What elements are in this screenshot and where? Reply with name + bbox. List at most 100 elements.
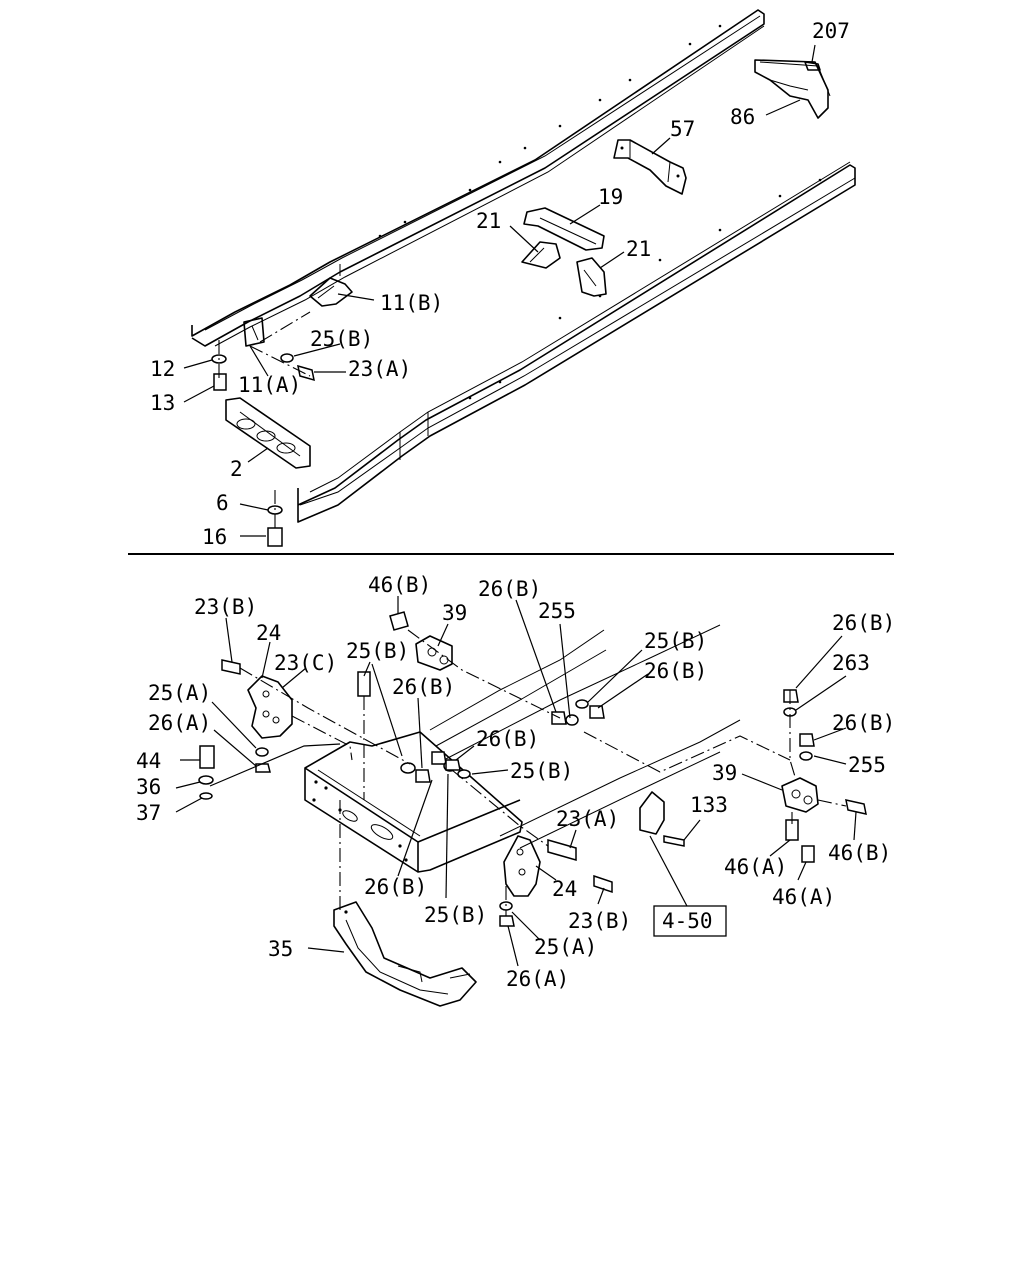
- callout-86: 86: [730, 105, 755, 129]
- upper-hardware: [211, 353, 315, 547]
- rear-bracket: [804, 61, 821, 71]
- upper-alignment-lines: [218, 311, 311, 530]
- callout-207: 207: [812, 19, 850, 43]
- callout-46b-top: 46(B): [368, 573, 431, 597]
- callout-25b-upper: 25(B): [310, 327, 373, 351]
- upper-callouts: 207 86 57 19 21 21 11(B) 25(B) 23(A) 12 …: [150, 19, 850, 549]
- washer-255-right: [799, 751, 813, 761]
- callout-26b-top: 26(B): [478, 577, 541, 601]
- bolt-46b-top: [389, 611, 409, 631]
- callout-23a-upper: 23(A): [348, 357, 411, 381]
- nut-26b-e: [589, 705, 605, 719]
- callout-263: 263: [832, 651, 870, 675]
- lower-leaders: [175, 596, 857, 967]
- nut-26b-right-top: [783, 689, 799, 703]
- washer-25b-upper: [280, 353, 294, 363]
- nut-26b-c: [445, 759, 461, 771]
- bolt-46a-b: [801, 845, 815, 863]
- bolt-46a-a: [785, 819, 799, 841]
- washer-25b-c: [457, 769, 471, 779]
- crossmember-57: [613, 139, 687, 195]
- callout-57: 57: [670, 117, 695, 141]
- near-side-rail: [297, 164, 856, 523]
- bracket-24-right: [503, 835, 541, 897]
- callout-12: 12: [150, 357, 175, 381]
- callout-2: 2: [230, 457, 243, 481]
- nut-26a-lower: [499, 915, 515, 927]
- bracket-24-left: [247, 675, 293, 739]
- reference-box-4-50: [653, 905, 727, 937]
- bracket-35: [333, 901, 477, 1007]
- bracket-39-top: [415, 635, 453, 671]
- callout-255-top: 255: [538, 599, 576, 623]
- callout-24-left: 24: [256, 621, 281, 645]
- callout-26b-right-top: 26(B): [644, 659, 707, 683]
- callout-26b-a: 26(B): [392, 675, 455, 699]
- callout-26b-far-right-top: 26(B): [832, 611, 895, 635]
- callout-255-right: 255: [848, 753, 886, 777]
- bolt-13: [213, 373, 227, 391]
- nut-26b-a: [415, 769, 431, 783]
- callout-11a: 11(A): [238, 373, 301, 397]
- nut-26b-b: [431, 751, 447, 765]
- callout-23b-right: 23(B): [568, 909, 631, 933]
- washer-37: [199, 792, 213, 800]
- callout-23c: 23(C): [274, 651, 337, 675]
- callout-26b-c: 26(B): [364, 875, 427, 899]
- callout-19: 19: [598, 185, 623, 209]
- washer-36: [198, 775, 214, 785]
- upper-leaders: [183, 44, 816, 537]
- callout-44: 44: [136, 749, 161, 773]
- callout-46a-a: 46(A): [724, 855, 787, 879]
- callout-25b-a: 25(B): [346, 639, 409, 663]
- bolt-44: [199, 745, 215, 769]
- callout-25a-lower: 25(A): [534, 935, 597, 959]
- callout-26b-far-right: 26(B): [832, 711, 895, 735]
- bolt-23b-left: [221, 659, 241, 675]
- callout-4-50: 4-50: [662, 909, 713, 933]
- callout-23b-left: 23(B): [194, 595, 257, 619]
- callout-46b-right: 46(B): [828, 841, 891, 865]
- bolt-16: [267, 527, 283, 547]
- callout-39-top: 39: [442, 601, 467, 625]
- callout-133: 133: [690, 793, 728, 817]
- washer-255-top: [565, 714, 579, 726]
- bolt-46b-right: [845, 799, 867, 815]
- callout-25a-left: 25(A): [148, 681, 211, 705]
- box-crossmember: [304, 731, 523, 873]
- washer-25b-d: [575, 699, 589, 709]
- callout-13: 13: [150, 391, 175, 415]
- callout-6: 6: [216, 491, 229, 515]
- lower-alignment-lines: [239, 629, 847, 916]
- nut-26b-right: [799, 733, 815, 747]
- rear-crossmember: [754, 59, 831, 119]
- far-side-rail: [191, 9, 765, 347]
- callout-46a-b: 46(A): [772, 885, 835, 909]
- callout-37: 37: [136, 801, 161, 825]
- bolt-23b-right: [593, 874, 613, 894]
- gussets-21: [521, 241, 607, 297]
- washer-25a-left: [255, 747, 269, 757]
- bracket-133: [639, 791, 685, 847]
- bolt-133: [663, 835, 685, 847]
- callout-25b-c: 25(B): [424, 903, 487, 927]
- bracket-11a: [243, 317, 265, 347]
- washer-25b-a: [400, 762, 416, 774]
- bolt-23a-upper: [297, 364, 315, 382]
- crossmember-19: [523, 207, 605, 251]
- rail-holes: [378, 24, 822, 400]
- callout-26a-lower: 26(A): [506, 967, 569, 991]
- crossmember-2: [225, 397, 311, 469]
- callout-25b-b: 25(B): [510, 759, 573, 783]
- frame-rails: [191, 9, 856, 523]
- bolt-23a-lower: [547, 839, 577, 861]
- callout-21-right: 21: [626, 237, 651, 261]
- callout-26a-left: 26(A): [148, 711, 211, 735]
- callout-26b-b: 26(B): [476, 727, 539, 751]
- callout-11b: 11(B): [380, 291, 443, 315]
- lower-callouts: 46(B) 39 26(B) 255 23(B) 24 23(C) 25(B) …: [136, 573, 895, 991]
- callout-35: 35: [268, 937, 293, 961]
- callout-39-right: 39: [712, 761, 737, 785]
- callout-36: 36: [136, 775, 161, 799]
